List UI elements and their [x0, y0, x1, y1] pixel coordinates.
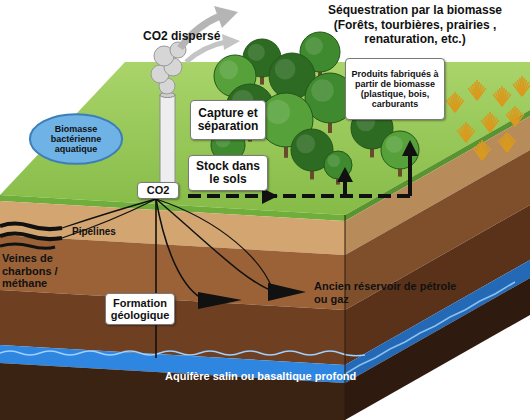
- pipeline: [0, 244, 55, 248]
- storage-flow: [188, 194, 412, 198]
- reservoir-label: Ancien réservoir de pétrole ou gaz: [314, 280, 464, 305]
- water-wave: [345, 282, 515, 374]
- flow-head: [402, 140, 418, 156]
- heading-note: (Forêts, tourbières, prairies , renatura…: [305, 19, 525, 47]
- grass-tuft: [482, 148, 491, 160]
- node-text: Produits fabriqués à partir de biomasse …: [349, 69, 441, 109]
- well-line: [155, 325, 157, 358]
- heading-text: Séquestration par la biomasse: [305, 4, 525, 18]
- injection-line: [156, 199, 275, 292]
- layer-label: Veines de charbons / méthane: [2, 252, 102, 290]
- node-text: Formation géologique: [109, 297, 171, 322]
- injection-line: [156, 199, 272, 288]
- tree-highlight: [275, 59, 296, 80]
- bedrock-layer: [345, 278, 530, 420]
- pipeline-wire: [62, 199, 156, 228]
- node-text: Capture et séparation: [194, 107, 262, 134]
- tree-highlight: [305, 37, 323, 55]
- dispersal-arrow-head: [214, 6, 238, 28]
- tree-highlight: [219, 60, 238, 79]
- tree-highlight: [296, 134, 315, 153]
- flow-riser: [408, 152, 412, 196]
- process-box: Stock dans le sols: [188, 155, 268, 191]
- tree-highlight: [386, 136, 403, 153]
- pipeline-label: Pipelines: [72, 226, 132, 238]
- grass-tuft: [502, 94, 511, 106]
- water-wave: [0, 351, 365, 356]
- injection-head: [198, 292, 242, 309]
- dispersal-arrow-head: [222, 34, 240, 50]
- node-text: CO2: [147, 184, 170, 196]
- grass-tuft: [490, 120, 499, 132]
- dispersal-arrow: [186, 42, 226, 62]
- aquifer-label: Aquifère salin ou basaltique profond: [165, 370, 405, 383]
- grass-tuft: [477, 88, 486, 100]
- grass-tuft: [515, 114, 524, 126]
- injection-head: [268, 283, 306, 301]
- tree-highlight: [328, 155, 341, 168]
- grass-tuft: [466, 130, 475, 142]
- smokestack: [160, 95, 175, 190]
- tree-highlight: [248, 44, 265, 61]
- storage-box: Formation géologique: [105, 293, 175, 325]
- lake-shape: Biomasse bactérienne aquatique: [28, 112, 124, 166]
- lake-water: [30, 114, 122, 164]
- block-edge: [345, 215, 346, 420]
- injection-line: [156, 199, 205, 300]
- pipeline-wire: [62, 199, 156, 238]
- pipeline: [0, 234, 62, 240]
- grass-tuft: [455, 100, 464, 112]
- process-box: Capture et séparation: [190, 100, 266, 140]
- connector-line: [155, 199, 157, 293]
- tree-crown: [381, 131, 419, 169]
- tree-highlight: [266, 100, 290, 124]
- node-text: Stock dans le sols: [192, 160, 264, 187]
- product-box: Produits fabriqués à partir de biomasse …: [345, 58, 445, 120]
- emission-label: CO2 dispersé: [143, 30, 238, 44]
- node-text: Biomasse bactérienne aquatique: [36, 124, 116, 154]
- pipeline: [0, 224, 62, 230]
- flow-head: [337, 167, 353, 182]
- grass-tuft: [522, 84, 530, 96]
- source-box: CO2: [137, 182, 179, 199]
- tree-highlight: [311, 79, 334, 102]
- grass-tuft: [507, 140, 516, 152]
